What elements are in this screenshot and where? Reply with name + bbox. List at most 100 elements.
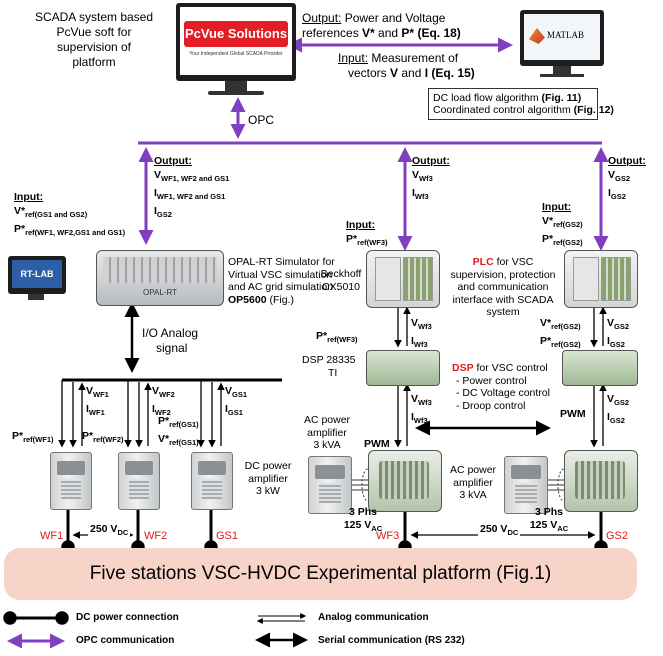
matlab-monitor: MATLAB <box>520 10 604 66</box>
gs2-low-vi: VGS2 IGS2 <box>607 392 629 428</box>
gs2-mid-vref: V*ref(GS2) <box>540 317 581 331</box>
io-analog-line: I/O Analog <box>142 326 199 340</box>
left-input: Input: V*ref(GS1 and GS2) P*ref(WF1, WF2… <box>14 190 125 240</box>
opc-label: OPC <box>248 113 275 127</box>
plc-line: interface with SCADA <box>452 293 554 306</box>
plc-description: PLC for VSC supervision, protection and … <box>446 256 560 319</box>
algo-line-2: Coordinated control algorithm (Fig. 12) <box>433 104 614 116</box>
station-wf2: WF2 <box>144 530 168 542</box>
pcvue-logo: PcVue Solutions <box>184 21 288 47</box>
gs2-input-v: V*ref(GS2) <box>542 215 583 229</box>
platform-title: Five stations VSC-HVDC Experimental plat… <box>89 563 552 584</box>
ac-power-amplifier-gs2 <box>504 456 548 514</box>
gs2-output-label: Output: <box>608 155 646 167</box>
input-top-label: Input: <box>338 51 369 65</box>
opal-desc-line: and AC grid simulation <box>228 281 334 293</box>
scada-caption-line: PcVue soft for <box>56 25 132 39</box>
matlab-logo: MATLAB <box>547 30 585 40</box>
output-top-line2: references V* and P* (Eq. 18) <box>302 26 461 40</box>
wf3-low-v: VWf3 <box>411 393 432 407</box>
plc-module-gs2 <box>573 257 599 301</box>
input-top-line2: vectors V and I (Eq. 15) <box>348 66 475 80</box>
ac-amp-line: 3 kVA <box>313 439 341 451</box>
gs2-ac-amp-caption: AC power amplifier 3 kVA <box>444 464 502 502</box>
matlab-logo-icon <box>529 28 545 44</box>
wf2-p: P*ref(WF2) <box>82 430 124 444</box>
plc-line: and communication <box>457 281 549 293</box>
beckhoff-plc-gs2 <box>564 250 638 308</box>
output-top-text: Power and Voltage <box>344 11 446 25</box>
ac-amp-line: amplifier <box>453 476 493 489</box>
wf3-phase: 3 Phs 125 VAC <box>338 506 388 535</box>
scada-caption-line: platform <box>72 55 116 69</box>
wf1-v: VWF1 <box>86 385 109 399</box>
scada-monitor-base <box>208 91 264 95</box>
dsp-item: - Droop control <box>456 399 526 412</box>
dsp-first-line: DSP for VSC control <box>452 362 548 374</box>
station-wf3: WF3 <box>376 530 400 542</box>
matlab-monitor-stand <box>553 66 571 74</box>
left-output: Output: VWF1, WF2 and GS1 IWF1, WF2 and … <box>154 154 229 222</box>
station-gs2: GS2 <box>606 530 629 542</box>
dc-voltage-right: 250 VDC <box>478 523 521 539</box>
wf3-mid-i: IWf3 <box>411 335 428 349</box>
gs1-v: VGS1 <box>225 385 248 399</box>
wf3-input-p: P*ref(WF3) <box>346 233 388 247</box>
wf3-mid-p: P*ref(WF3) <box>316 330 358 344</box>
beckhoff-line: CX5010 <box>322 281 360 293</box>
pcvue-tagline: Your Independent Global SCADA Provider <box>189 51 283 57</box>
rtlab-monitor: RT-LAB <box>8 256 66 294</box>
wf1-i: IWF1 <box>86 403 105 417</box>
gs2-input-label: Input: <box>542 201 572 213</box>
dc-amp-line: DC power <box>244 460 292 472</box>
analog-links <box>58 306 607 448</box>
wf2-signals: VWF2 IWF2 <box>152 384 175 420</box>
beckhoff-plc-wf3 <box>366 250 440 308</box>
rtlab-monitor-stand <box>28 294 44 300</box>
algo-line-1: DC load flow algorithm (Fig. 11) <box>433 92 582 104</box>
legend-serial: Serial communication (RS 232) <box>318 635 465 646</box>
scada-caption-line: SCADA system based <box>34 10 154 24</box>
gs2-output-v: VGS2 <box>608 169 631 183</box>
plc-terminals-gs2 <box>601 257 631 301</box>
dc-power-amplifier-wf1 <box>50 452 92 510</box>
dc-amp-line: amplifier <box>248 472 288 485</box>
dsp-board-wf3 <box>366 350 440 386</box>
phase-line: 3 Phs <box>348 506 377 518</box>
legend-opc: OPC communication <box>76 635 175 646</box>
output-top-line1: Output: Power and Voltage <box>302 12 445 24</box>
gs2-input-p: P*ref(GS2) <box>542 233 583 247</box>
dsp-line: TI <box>328 367 338 379</box>
matlab-monitor-base <box>540 74 584 77</box>
wf3-low-vi: VWf3 IWf3 <box>411 392 432 428</box>
ac-amp-line: AC power <box>449 464 497 476</box>
output-top-label: Output: <box>302 11 342 25</box>
left-input-v: V*ref(GS1 and GS2) <box>14 205 88 219</box>
dsp-caption: DSP 28335 TI <box>302 354 356 380</box>
gs1-p: P*ref(GS1) <box>158 415 199 429</box>
gs2-phase: 3 Phs 125 VAC <box>524 506 574 535</box>
ac-amp-line: amplifier <box>307 426 347 439</box>
phase-line: 3 Phs <box>534 506 563 518</box>
gs2-mid-vi: VGS2 IGS2 <box>607 316 629 352</box>
gs2-output: Output: VGS2 IGS2 <box>608 154 646 204</box>
wf3-output: Output: VWf3 IWf3 <box>412 154 450 204</box>
ac-amp-line: AC power <box>303 414 351 426</box>
dc-links <box>61 508 608 554</box>
gs2-input: Input: V*ref(GS2) P*ref(GS2) <box>542 200 583 250</box>
opal-rt-label: OPAL-RT <box>143 288 177 297</box>
wf2-i: IWF2 <box>152 403 171 417</box>
left-output-v: VWF1, WF2 and GS1 <box>154 169 230 183</box>
converter-heatsink-gs2 <box>575 461 625 499</box>
dc-power-amplifier-gs1 <box>191 452 233 510</box>
wf3-output-label: Output: <box>412 155 450 167</box>
legend-analog: Analog communication <box>318 612 429 623</box>
dsp-description: DSP for VSC control - Power control - DC… <box>452 362 550 412</box>
station-gs1: GS1 <box>216 530 239 542</box>
converter-heatsink-wf3 <box>379 461 429 499</box>
left-input-label: Input: <box>14 191 44 203</box>
opc-links <box>138 37 609 251</box>
wf3-pwm: PWM <box>364 438 390 450</box>
gs2-pwm: PWM <box>560 408 586 420</box>
dc-power-amplifier-wf2 <box>118 452 160 510</box>
